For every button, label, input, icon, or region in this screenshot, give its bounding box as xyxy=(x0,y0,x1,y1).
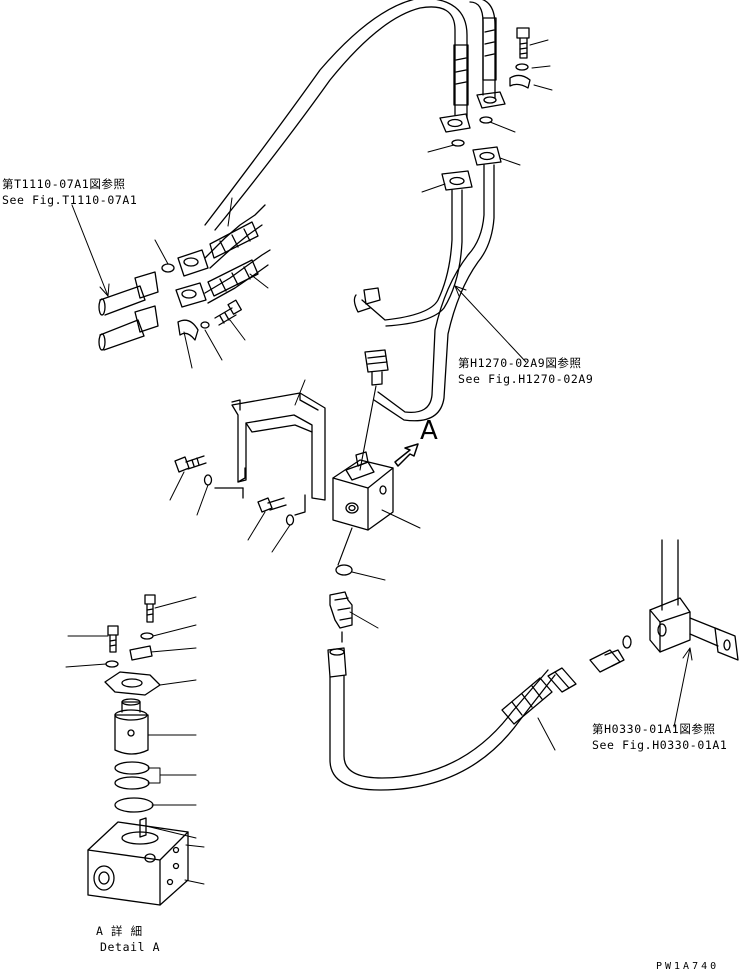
hose-left-pair xyxy=(161,204,271,341)
valve-block-main xyxy=(332,443,419,531)
tee-pipe-right xyxy=(649,539,739,661)
o-ring xyxy=(622,635,632,649)
hose-ferrule xyxy=(453,44,469,106)
hose-ferrule xyxy=(482,17,497,81)
flange-set-top-right xyxy=(439,27,531,191)
detail-a-title-en: Detail A xyxy=(100,940,161,954)
reference-label-t1110-jp: 第T1110-07A1図参照 xyxy=(2,177,126,191)
hose-stubs-left xyxy=(98,271,159,351)
hose-lower xyxy=(327,647,577,791)
mounting-bracket xyxy=(214,392,326,516)
hose-ferrule xyxy=(501,677,553,725)
drawing-code: PW1A740 xyxy=(656,961,720,972)
hose-ferrule xyxy=(209,221,259,259)
pipe-assembly-center xyxy=(353,164,495,471)
reference-label-h0330-en: See Fig.H0330-01A1 xyxy=(592,738,728,752)
reference-label-h1270-en: See Fig.H1270-02A9 xyxy=(458,372,594,386)
o-ring xyxy=(451,139,465,147)
detail-a-title-jp: A 詳 細 xyxy=(96,924,143,938)
hose-upper-right xyxy=(204,0,497,231)
leader-lines xyxy=(65,39,693,885)
split-clamp xyxy=(177,319,199,341)
o-ring xyxy=(479,116,493,124)
reference-label-t1110-en: See Fig.T1110-07A1 xyxy=(2,193,138,207)
o-ring xyxy=(335,564,353,576)
o-ring xyxy=(161,263,175,273)
reference-label-h0330-jp: 第H0330-01A1図参照 xyxy=(592,722,716,736)
reference-label-h1270-jp: 第H1270-02A9図参照 xyxy=(458,356,582,370)
hose-ferrule xyxy=(207,259,259,297)
pipe-nut xyxy=(364,349,389,373)
detail-a-assembly xyxy=(87,594,189,906)
view-arrow xyxy=(394,443,419,467)
bracket-bolts xyxy=(174,455,295,526)
view-marker-a: A xyxy=(420,416,438,446)
pipe-elbow-cap xyxy=(363,287,381,305)
adapter-elbow xyxy=(329,591,353,643)
fitting-right xyxy=(589,635,632,673)
